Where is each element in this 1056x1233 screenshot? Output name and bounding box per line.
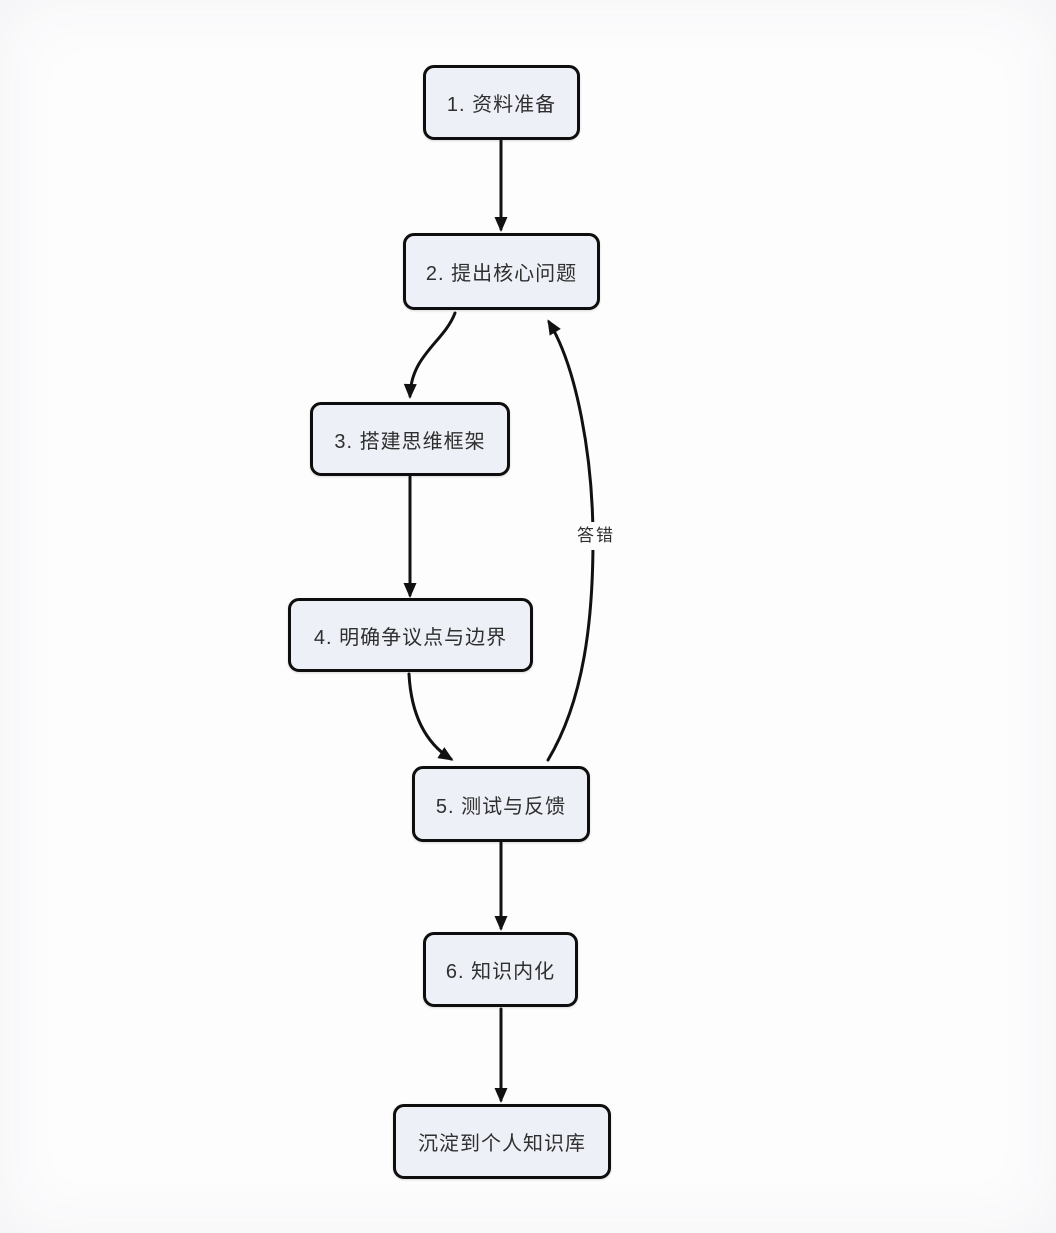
node-step-2-core-questions: 2. 提出核心问题 bbox=[403, 233, 600, 310]
edge-step4-to-step5 bbox=[407, 672, 454, 761]
node-step-1-material-preparation: 1. 资料准备 bbox=[423, 65, 580, 140]
node-step-6-knowledge-internalization: 6. 知识内化 bbox=[423, 932, 578, 1007]
edge-label-wrong-answer: 答错 bbox=[571, 522, 621, 551]
node-step-4-disputes-boundaries: 4. 明确争议点与边界 bbox=[288, 598, 533, 672]
node-step-5-test-feedback: 5. 测试与反馈 bbox=[412, 766, 590, 842]
edge-step2-to-step3 bbox=[403, 311, 457, 399]
node-final-personal-knowledge-base: 沉淀到个人知识库 bbox=[393, 1104, 611, 1179]
node-step-3-thinking-framework: 3. 搭建思维框架 bbox=[310, 402, 510, 476]
